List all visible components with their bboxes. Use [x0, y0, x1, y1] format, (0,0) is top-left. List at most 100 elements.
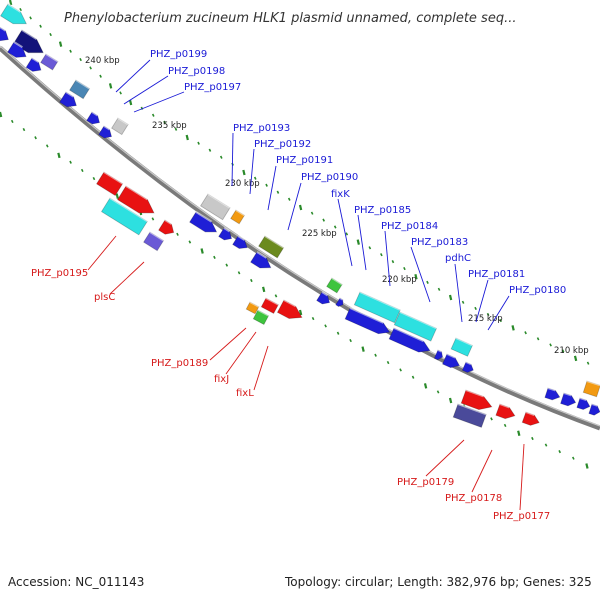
- gene-label[interactable]: PHZ_p0191: [276, 155, 333, 166]
- ruler-tick: [399, 368, 402, 372]
- gene-label[interactable]: PHZ_p0179: [397, 477, 454, 488]
- ruler-tick: [368, 246, 372, 250]
- gene-arrow: [344, 307, 391, 335]
- ruler-tick: [188, 240, 192, 244]
- gene-label[interactable]: PHZ_p0189: [151, 358, 208, 369]
- leader-line: [253, 345, 269, 391]
- gene-label[interactable]: PHZ_p0197: [184, 82, 241, 93]
- leader-line: [267, 165, 277, 211]
- ruler-tick: [119, 91, 122, 95]
- gene-label[interactable]: PHZ_p0183: [411, 237, 468, 248]
- gene-arrow: [116, 185, 155, 214]
- ruler-tick: [324, 324, 327, 328]
- ruler-tick: [34, 136, 37, 140]
- leader-line: [471, 449, 493, 493]
- gene-shine: [591, 403, 598, 407]
- ruler-tick: [391, 260, 395, 264]
- gene-arrow: [230, 209, 246, 225]
- gene-shine: [446, 353, 456, 359]
- gene-arrow: [258, 235, 285, 259]
- leader-line: [487, 295, 510, 331]
- gene-arrow: [521, 411, 540, 426]
- leader-line: [337, 198, 353, 267]
- ruler-tick: [58, 41, 63, 47]
- gene-label[interactable]: PHZ_p0180: [509, 285, 566, 296]
- gene-label[interactable]: fixJ: [214, 374, 229, 385]
- ruler-tick: [517, 430, 521, 436]
- accession-text: Accession: NC_011143: [8, 575, 144, 589]
- forward-labels: PHZ_p0199 PHZ_p0198 PHZ_p0197 PHZ_p0193 …: [150, 49, 566, 296]
- gene-shine: [117, 117, 129, 126]
- gene-label[interactable]: pdhC: [445, 253, 471, 264]
- ruler-tick: [311, 316, 315, 321]
- gene-shine: [195, 211, 213, 223]
- gene-arrow: [98, 125, 113, 139]
- gene-label[interactable]: plsC: [94, 292, 115, 303]
- ruler-label-225: 225 kbp: [302, 229, 337, 239]
- gene-shine: [579, 397, 587, 401]
- ruler-tick: [128, 99, 133, 106]
- ruler-tick: [558, 450, 562, 454]
- ruler-tick: [503, 423, 507, 428]
- gene-shine: [21, 29, 38, 40]
- ruler-tick: [265, 183, 268, 187]
- leader-line: [225, 331, 257, 375]
- gene-shine: [103, 125, 111, 131]
- leader-line: [231, 132, 234, 187]
- ruler-tick: [448, 294, 453, 301]
- gene-arrow: [495, 403, 516, 420]
- gene-shine: [125, 185, 148, 201]
- gene-shine: [525, 411, 535, 416]
- backbone-highlight: [0, 45, 600, 427]
- gene-label[interactable]: PHZ_p0190: [301, 172, 358, 183]
- leader-line: [249, 148, 255, 195]
- gene-shine: [264, 235, 285, 249]
- ruler-tick: [499, 318, 502, 323]
- gene-body: [111, 117, 129, 136]
- gene-shine: [465, 389, 485, 398]
- ruler-tick: [536, 337, 540, 341]
- ruler-tick: [208, 148, 212, 152]
- gene-arrow: [582, 380, 600, 398]
- gene-arrow: [189, 211, 218, 233]
- gene-shine: [457, 403, 487, 416]
- gene-label[interactable]: PHZ_p0193: [233, 123, 290, 134]
- gene-arrow: [40, 53, 59, 71]
- gene-shine: [75, 79, 91, 90]
- gene-label[interactable]: PHZ_p0181: [468, 269, 525, 280]
- gene-arrow: [143, 231, 165, 252]
- ruler-tick: [108, 83, 113, 89]
- ruler-tick: [19, 7, 22, 12]
- gene-arrow: [59, 91, 77, 108]
- gene-arrow: [461, 361, 474, 373]
- gene-label[interactable]: PHZ_p0178: [445, 493, 502, 504]
- gene-shine: [207, 193, 231, 209]
- gene-label[interactable]: fixL: [236, 388, 254, 399]
- gene-label[interactable]: fixK: [331, 189, 350, 200]
- ruler-tick: [461, 300, 465, 304]
- gene-label[interactable]: PHZ_p0195: [31, 268, 88, 279]
- gene-label[interactable]: PHZ_p0192: [254, 139, 311, 150]
- gene-label[interactable]: PHZ_p0198: [168, 66, 225, 77]
- ruler-tick: [374, 353, 377, 357]
- gene-shine: [31, 57, 40, 63]
- gene-label[interactable]: PHZ_p0185: [354, 205, 411, 216]
- gene-label[interactable]: PHZ_p0184: [381, 221, 438, 232]
- ruler-tick: [356, 239, 360, 245]
- gene-arrow: [25, 57, 42, 72]
- gene-label[interactable]: PHZ_p0199: [150, 49, 207, 60]
- gene-arrow: [388, 327, 431, 353]
- leader-line: [357, 214, 367, 271]
- ruler-tick: [69, 49, 72, 53]
- gene-arrow: [393, 311, 438, 342]
- ruler-tick: [92, 176, 96, 181]
- gene-label[interactable]: PHZ_p0177: [493, 511, 550, 522]
- ruler-tick: [79, 57, 82, 62]
- gene-shine: [393, 327, 425, 343]
- gene-shine: [547, 387, 556, 392]
- leader-line: [287, 182, 302, 231]
- ruler-tick: [436, 390, 440, 394]
- ruler-tick: [29, 16, 32, 20]
- leader-line: [410, 246, 431, 303]
- ruler-tick: [486, 312, 490, 317]
